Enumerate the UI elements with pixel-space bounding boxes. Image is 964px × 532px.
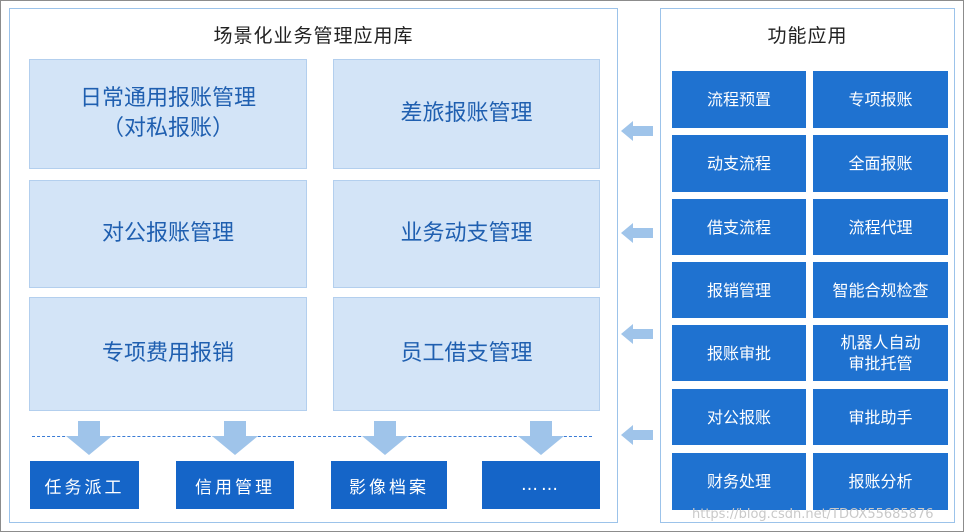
- left-arrow-icon: [621, 121, 653, 141]
- module-image-archive: 影像档案: [331, 461, 447, 509]
- function-special-reimbursement: 专项报账: [813, 71, 948, 128]
- function-process-preset: 流程预置: [672, 71, 806, 128]
- scenario-label: 专项费用报销: [101, 341, 234, 366]
- scenario-daily-reimbursement: 日常通用报账管理 （对私报账）: [29, 59, 307, 169]
- function-robot-label: 机器人自动审批托管: [840, 333, 921, 373]
- down-arrow-icon: [212, 421, 258, 455]
- function-expenditure-process: 动支流程: [672, 135, 806, 192]
- down-arrow-icon: [362, 421, 408, 455]
- scenario-sublabel: （对私报账）: [101, 116, 234, 141]
- dashed-divider: [32, 436, 592, 437]
- left-arrow-icon: [621, 223, 653, 243]
- scenario-label: 业务动支管理: [400, 221, 533, 246]
- module-task-dispatch: 任务派工: [30, 461, 139, 509]
- scenario-library-title: 场景化业务管理应用库: [213, 25, 414, 47]
- function-corporate-reimbursement: 对公报账: [672, 389, 806, 445]
- down-arrow-icon: [66, 421, 112, 455]
- function-reimbursement-analysis: 报账分析: [813, 453, 948, 510]
- function-smart-compliance-check: 智能合规检查: [813, 262, 948, 318]
- function-financial-processing: 财务处理: [672, 453, 806, 510]
- scenario-label: 对公报账管理: [101, 221, 234, 246]
- scenario-label: 差旅报账管理: [400, 101, 533, 126]
- module-more: ……: [482, 461, 600, 509]
- function-reimbursement-approval: 报账审批: [672, 325, 806, 381]
- function-process-proxy: 流程代理: [813, 199, 948, 255]
- scenario-corporate-reimbursement: 对公报账管理: [29, 180, 307, 288]
- function-robot-auto-approval: 机器人自动审批托管: [813, 325, 948, 381]
- function-application-title: 功能应用: [767, 25, 848, 47]
- scenario-label: 员工借支管理: [400, 341, 533, 366]
- watermark-text: https://blog.csdn.net/TDOX55685876: [692, 507, 934, 522]
- module-credit-management: 信用管理: [176, 461, 294, 509]
- function-approval-assistant: 审批助手: [813, 389, 948, 445]
- scenario-employee-advance: 员工借支管理: [333, 297, 600, 411]
- scenario-special-expense: 专项费用报销: [29, 297, 307, 411]
- left-arrow-icon: [621, 425, 653, 445]
- down-arrow-icon: [518, 421, 564, 455]
- function-advance-process: 借支流程: [672, 199, 806, 255]
- scenario-travel-reimbursement: 差旅报账管理: [333, 59, 600, 169]
- function-reimbursement-management: 报销管理: [672, 262, 806, 318]
- function-full-reimbursement: 全面报账: [813, 135, 948, 192]
- left-arrow-icon: [621, 324, 653, 344]
- scenario-business-expenditure: 业务动支管理: [333, 180, 600, 288]
- scenario-label: 日常通用报账管理: [79, 86, 256, 111]
